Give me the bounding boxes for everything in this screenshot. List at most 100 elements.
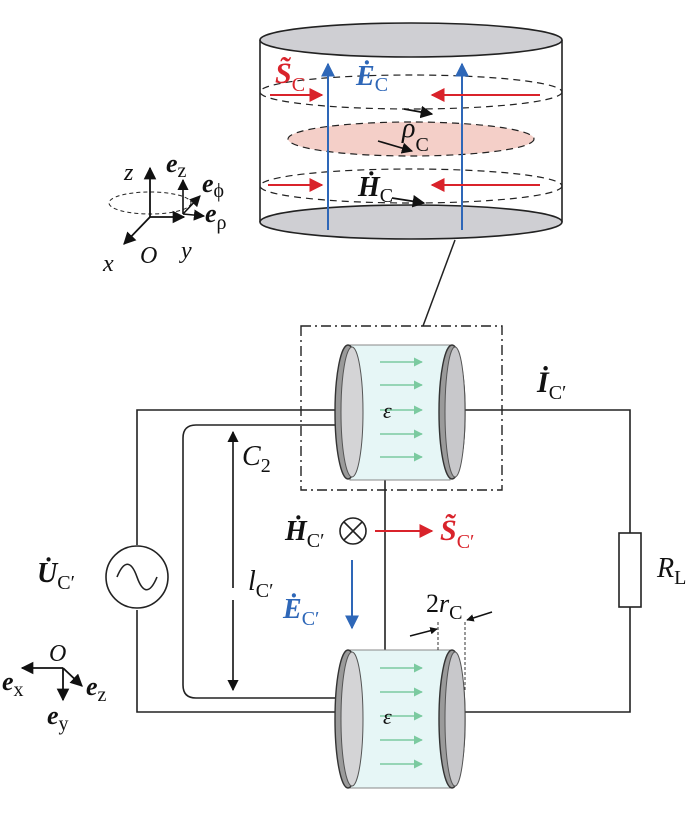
top-cylinder: S̃C ĖC ρC ḢC: [259, 22, 563, 240]
lower-cap-right-plate: [444, 651, 466, 787]
voltage-sub: C′: [57, 572, 75, 594]
wire-right-lower: [465, 607, 631, 713]
h-subscript: C: [380, 185, 393, 207]
axes-2d-origin: O: [49, 641, 66, 667]
resistor-label: RL: [656, 553, 686, 589]
radius-sub: C: [449, 602, 462, 624]
radius-dimension: 2rC: [409, 589, 493, 690]
ephi-label: eϕ: [202, 169, 224, 202]
e-circuit-label: ĖC′: [282, 594, 319, 630]
cyl-lower-ring: [259, 168, 563, 204]
axes-3d-origin: O: [140, 243, 157, 269]
zoom-box: [300, 325, 503, 491]
ex-base: e: [2, 667, 14, 696]
rho-subscript: C: [415, 134, 428, 156]
field-indicators: [339, 517, 434, 630]
resistor-base: R: [656, 553, 674, 584]
erho-sub: ρ: [217, 212, 227, 234]
radius-base: r: [439, 589, 450, 618]
current-symbol: İ: [536, 366, 550, 399]
ephi-sub: ϕ: [214, 180, 225, 202]
ex-sub: x: [14, 679, 24, 701]
y-axis-label: y: [179, 238, 192, 264]
e-circuit-symbol: Ė: [282, 594, 302, 625]
lower-capacitor: ε: [334, 649, 466, 789]
h-circuit-label: ḢC′: [284, 516, 325, 552]
h-into-page-cross-b: [343, 521, 363, 541]
voltage-label: U̇C′: [37, 558, 75, 594]
load-resistor: [618, 532, 642, 608]
ex-label: ex: [2, 667, 24, 701]
voltage-symbol: U̇: [37, 558, 59, 589]
ez-label: ez: [166, 149, 187, 182]
wire-right-upper: [465, 409, 631, 533]
ez-2d-base: e: [86, 672, 98, 701]
wire-left-upper: [136, 409, 347, 545]
upper-cap-body: [349, 344, 451, 481]
h-arrow-lower: [391, 195, 426, 208]
sine-wave-icon: [116, 563, 158, 591]
c2-base: C: [242, 441, 261, 472]
ephi-base: e: [202, 169, 214, 198]
s-label: S̃C: [275, 56, 305, 96]
zoom-connector-line: [422, 239, 456, 327]
h-label: ḢC: [357, 172, 393, 207]
lower-epsilon-label: ε: [383, 704, 392, 729]
e-symbol: Ė: [355, 61, 375, 92]
upper-cap-right-plate: [444, 346, 466, 478]
axes-2d: O ex ez ey: [2, 641, 107, 735]
resistor-sub: L: [674, 567, 686, 589]
current-label: İC′: [536, 366, 566, 404]
h-circuit-sub: C′: [307, 530, 325, 552]
lower-cap-body: [349, 649, 451, 789]
c2-label: C2: [242, 441, 271, 477]
length-base: l: [248, 566, 256, 597]
s-circuit-label: S̃C′: [440, 513, 474, 553]
current-sub: C′: [549, 382, 567, 404]
z-axis-label: z: [123, 160, 134, 186]
x-axis-label: x: [102, 251, 114, 277]
ey-sub: y: [59, 713, 69, 735]
h-arrow-upper: [403, 105, 434, 119]
h-symbol: Ḣ: [357, 172, 381, 203]
rho-arrow: [377, 140, 414, 154]
upper-cap-left-plate: [340, 346, 364, 478]
e-label: ĖC: [355, 61, 388, 96]
c2-sub: 2: [261, 455, 271, 477]
ez-2d-label: ez: [86, 672, 107, 706]
wire-inner-loop: [182, 424, 347, 699]
radius-arrow-right: [466, 611, 493, 622]
ez-2d-vector: [62, 667, 83, 687]
erho-base: e: [205, 199, 217, 228]
upper-capacitor: ε: [334, 344, 466, 481]
cyl-top-face: [259, 22, 563, 58]
radius-arrow-left: [409, 627, 438, 637]
s-symbol: S̃: [275, 56, 292, 90]
x-axis: [123, 216, 151, 245]
length-label: lC′: [248, 566, 274, 602]
s-circuit-sub: C′: [457, 531, 475, 553]
ez-base: e: [166, 149, 178, 178]
cyl-bottom-face: [259, 204, 563, 240]
erho-vector: [182, 209, 206, 221]
rho-symbol: ρ: [401, 113, 415, 144]
erho-label: eρ: [205, 199, 227, 234]
ey-base: e: [47, 701, 59, 730]
upper-epsilon-label: ε: [383, 398, 392, 423]
ac-voltage-source: [105, 545, 169, 609]
s-subscript: C: [292, 74, 305, 96]
s-circuit-symbol: S̃: [440, 513, 457, 547]
lower-cap-left-plate: [340, 651, 364, 787]
charge-disc: [287, 121, 535, 157]
ephi-vector: [182, 195, 201, 215]
radius-coef: 2: [426, 589, 439, 618]
radius-label: 2rC: [426, 589, 462, 624]
ey-label: ey: [47, 701, 69, 735]
wire-left-lower: [136, 610, 347, 713]
e-circuit-sub: C′: [302, 608, 320, 630]
e-subscript: C: [375, 74, 388, 96]
rho-label: ρC: [401, 113, 429, 156]
axes-3d: z x y O ez eϕ eρ: [102, 149, 227, 277]
